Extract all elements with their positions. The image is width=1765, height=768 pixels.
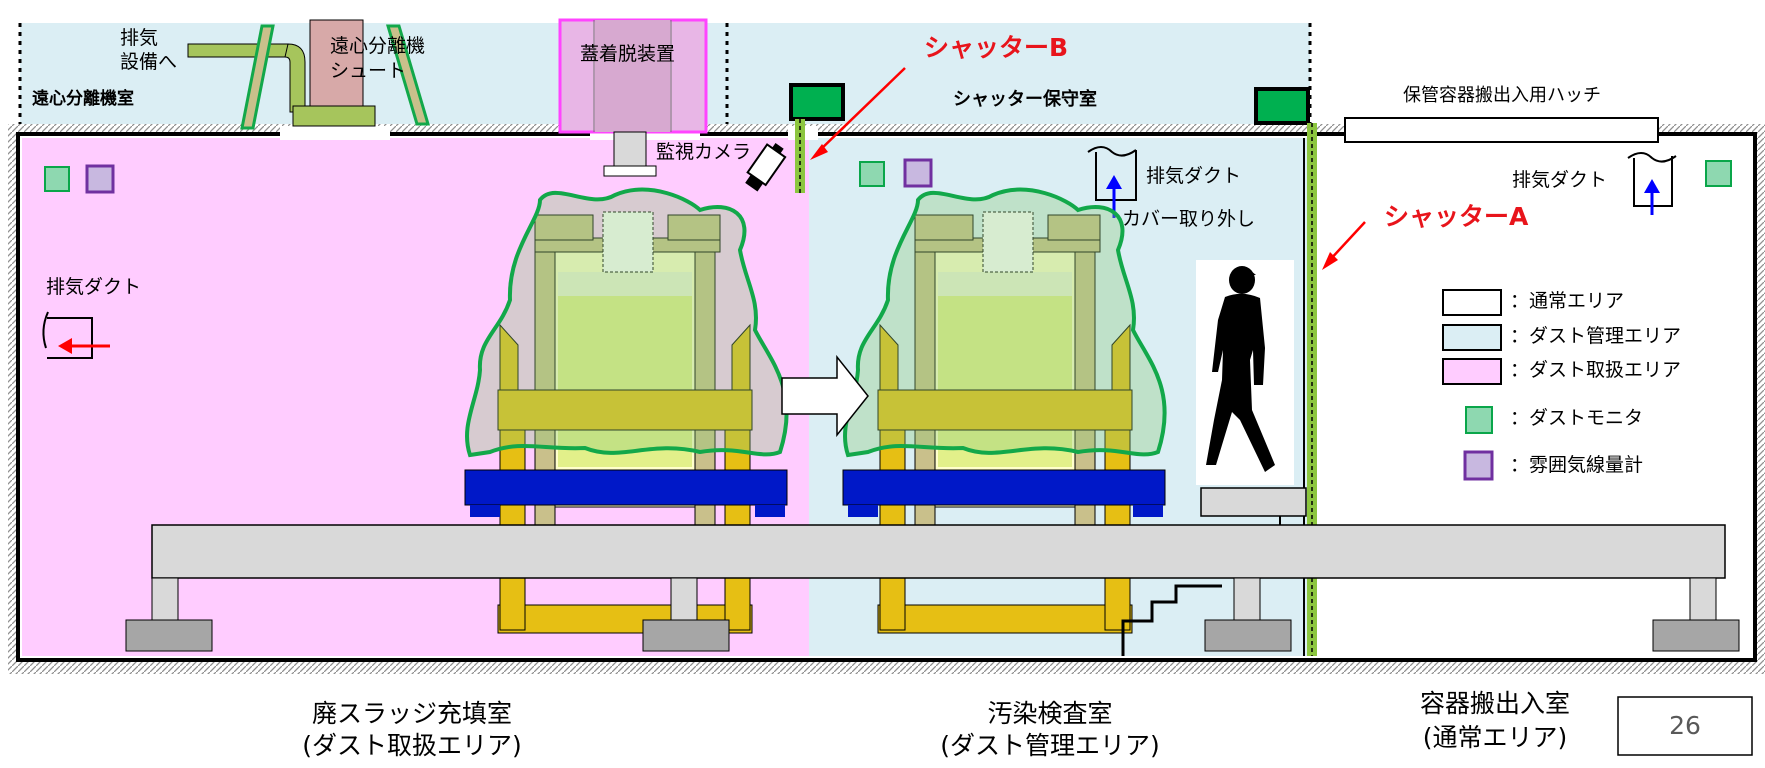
dust-monitor-icon (44, 166, 70, 192)
shutter-b (795, 119, 805, 193)
support-beam (125, 524, 1740, 652)
exhaust-duct-right-label: 排気ダクト (1512, 169, 1608, 191)
sludge-room-subtitle: (ダスト取扱エリア) (302, 731, 522, 760)
legend-swatch-dust-monitor (1465, 406, 1493, 434)
lid-remover (558, 18, 708, 177)
exhaust-duct-left-label: 排気ダクト (46, 276, 142, 298)
wall-top-hatch (8, 124, 1765, 134)
legend-label-normal: ：通常エリア (1510, 290, 1625, 312)
transfer-room-title: 容器搬出入室 (1419, 689, 1570, 718)
exhaust-piping (187, 24, 431, 130)
transfer-arrow-icon (781, 354, 869, 438)
hatch-label: 保管容器搬出入用ハッチ (1403, 85, 1601, 106)
exhaust-label-line1: 排気 (120, 27, 159, 49)
shutter-a-pointer-arrow (1322, 221, 1366, 270)
wall-left-hatch (8, 124, 18, 674)
camera-label: 監視カメラ (656, 141, 752, 163)
sludge-room-title: 廃スラッジ充填室 (311, 699, 512, 728)
shutter-b-pointer-arrow (810, 67, 906, 160)
exhaust-duct-right-icon (1627, 152, 1677, 215)
exhaust-label-line2: 設備へ (120, 51, 178, 73)
shutter-b-label: シャッターB (924, 33, 1069, 62)
transfer-room-subtitle: (通常エリア) (1422, 723, 1568, 752)
ceiling-opening-chute (280, 126, 390, 140)
centrifuge-room-label: 遠心分離機室 (32, 89, 134, 109)
legend-swatch-dosimeter (1463, 450, 1494, 481)
cover-removal-label: カバー取り外し (1122, 208, 1256, 230)
dosimeter-icon (903, 158, 933, 188)
wall-bottom-hatch (8, 660, 1765, 674)
legend-label-dust-control: ：ダスト管理エリア (1510, 325, 1682, 347)
inspection-room-title: 汚染検査室 (987, 699, 1113, 728)
inner-wall-outline (16, 132, 1757, 662)
dust-monitor-icon (1705, 160, 1732, 187)
wall-right-hatch (1755, 124, 1765, 674)
legend-label-dust-monitor: ：ダストモニタ (1510, 407, 1644, 429)
page-number: 26 (1669, 711, 1701, 740)
camera-icon (745, 143, 787, 192)
container-left (464, 187, 789, 634)
centrifuge-chute-label-line2: シュート (330, 60, 407, 82)
shutter-b-motor (789, 83, 845, 121)
dosimeter-icon (85, 164, 115, 194)
legend-swatch-normal (1442, 289, 1502, 316)
worker-silhouette (1196, 260, 1294, 485)
lid-remover-label: 蓋着脱装置 (580, 43, 676, 65)
hatch-bar (1344, 117, 1659, 143)
shutter-a-label: シャッターA (1384, 202, 1529, 231)
legend-swatch-dust-control (1442, 324, 1502, 351)
container-right (842, 187, 1167, 634)
legend-swatch-dust-handling (1442, 358, 1502, 385)
centrifuge-chute (292, 19, 376, 127)
stairs (1121, 584, 1222, 656)
inspection-platform (1200, 487, 1307, 517)
dust-monitor-icon (859, 161, 885, 187)
centrifuge-chute-label-line1: 遠心分離機 (330, 35, 426, 57)
exhaust-duct-mid-label: 排気ダクト (1146, 165, 1242, 187)
shutter-a-motor (1254, 87, 1310, 125)
legend-label-dosimeter: ：雰囲気線量計 (1510, 454, 1644, 476)
inspection-room-subtitle: (ダスト管理エリア) (940, 731, 1160, 760)
exhaust-duct-left-icon (42, 311, 110, 359)
page-number-box (1617, 696, 1753, 756)
shutter-room-label: シャッター保守室 (953, 89, 1097, 110)
legend-label-dust-handling: ：ダスト取扱エリア (1510, 359, 1682, 381)
